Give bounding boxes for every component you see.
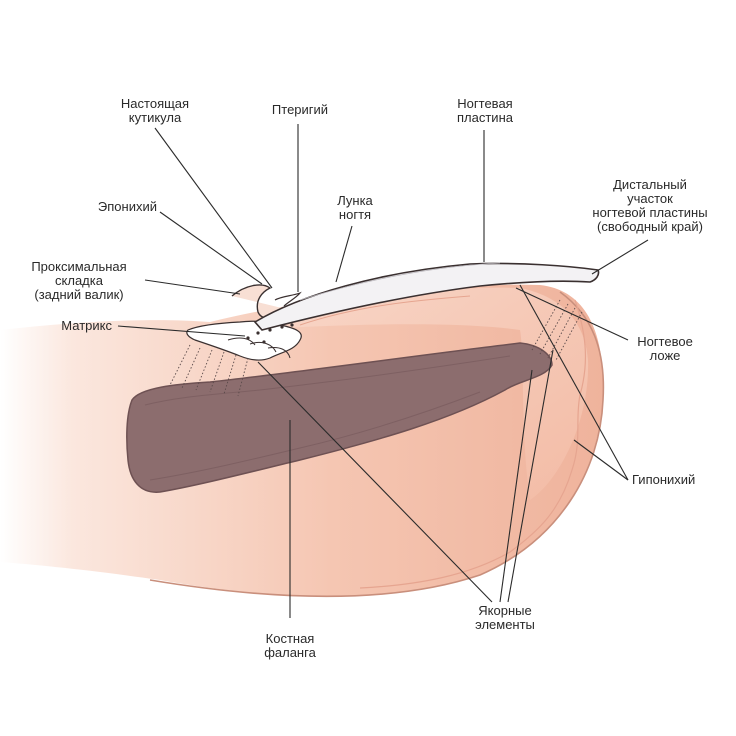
bed-upper-line (299, 295, 471, 326)
label-nail-bed: Ногтевое ложе (637, 334, 693, 363)
matrix-fingers (227, 337, 291, 359)
label-distal-part: Дистальный участок ногтевой пластины (св… (592, 177, 708, 234)
label-pterygium: Птеригий (271, 102, 329, 117)
label-anchor-elements: Якорные элементы (475, 603, 535, 632)
leader-lines (117, 124, 649, 618)
dermis-line (359, 299, 587, 589)
label-bone-phalanx: Костная фаланга (264, 631, 316, 660)
cuticle-shape (274, 291, 302, 307)
label-nail-plate: Ногтевая пластина (457, 96, 513, 125)
anchor-fibres-right (531, 299, 583, 361)
label-proximal-fold: Проксимальная складка (задний валик) (31, 259, 127, 302)
nail-bed-region (240, 287, 589, 500)
anchor-fibres-left (169, 344, 249, 397)
bone-inner-texture (144, 355, 511, 481)
label-eponychium: Эпонихий (97, 199, 157, 214)
matrix-shape (186, 320, 302, 361)
label-true-cuticle: Настоящая кутикула (120, 96, 190, 125)
bone-phalanx-shape (126, 342, 553, 493)
label-hyponychium: Гипонихий (632, 472, 696, 487)
label-lunula: Лунка ногтя (337, 193, 373, 222)
matrix-dots (246, 323, 294, 344)
nail-plate-top (299, 262, 501, 301)
finger-outline (149, 291, 605, 597)
label-matrix: Матрикс (61, 318, 112, 333)
nail-plate-shape (253, 262, 600, 331)
